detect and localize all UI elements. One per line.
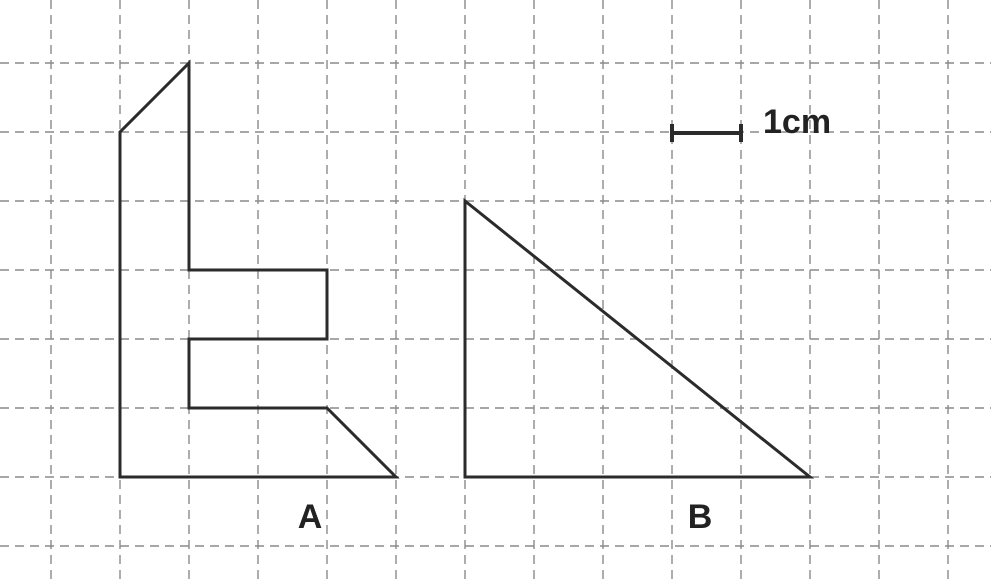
scale-label: 1cm bbox=[763, 103, 831, 141]
scale-indicator: 1cm bbox=[670, 103, 831, 142]
shape-b-label: B bbox=[688, 498, 713, 536]
shape-b-outline bbox=[463, 197, 815, 479]
shapes-layer bbox=[118, 59, 815, 479]
shape-a-label: A bbox=[298, 498, 323, 536]
shape-a-outline bbox=[118, 59, 400, 479]
